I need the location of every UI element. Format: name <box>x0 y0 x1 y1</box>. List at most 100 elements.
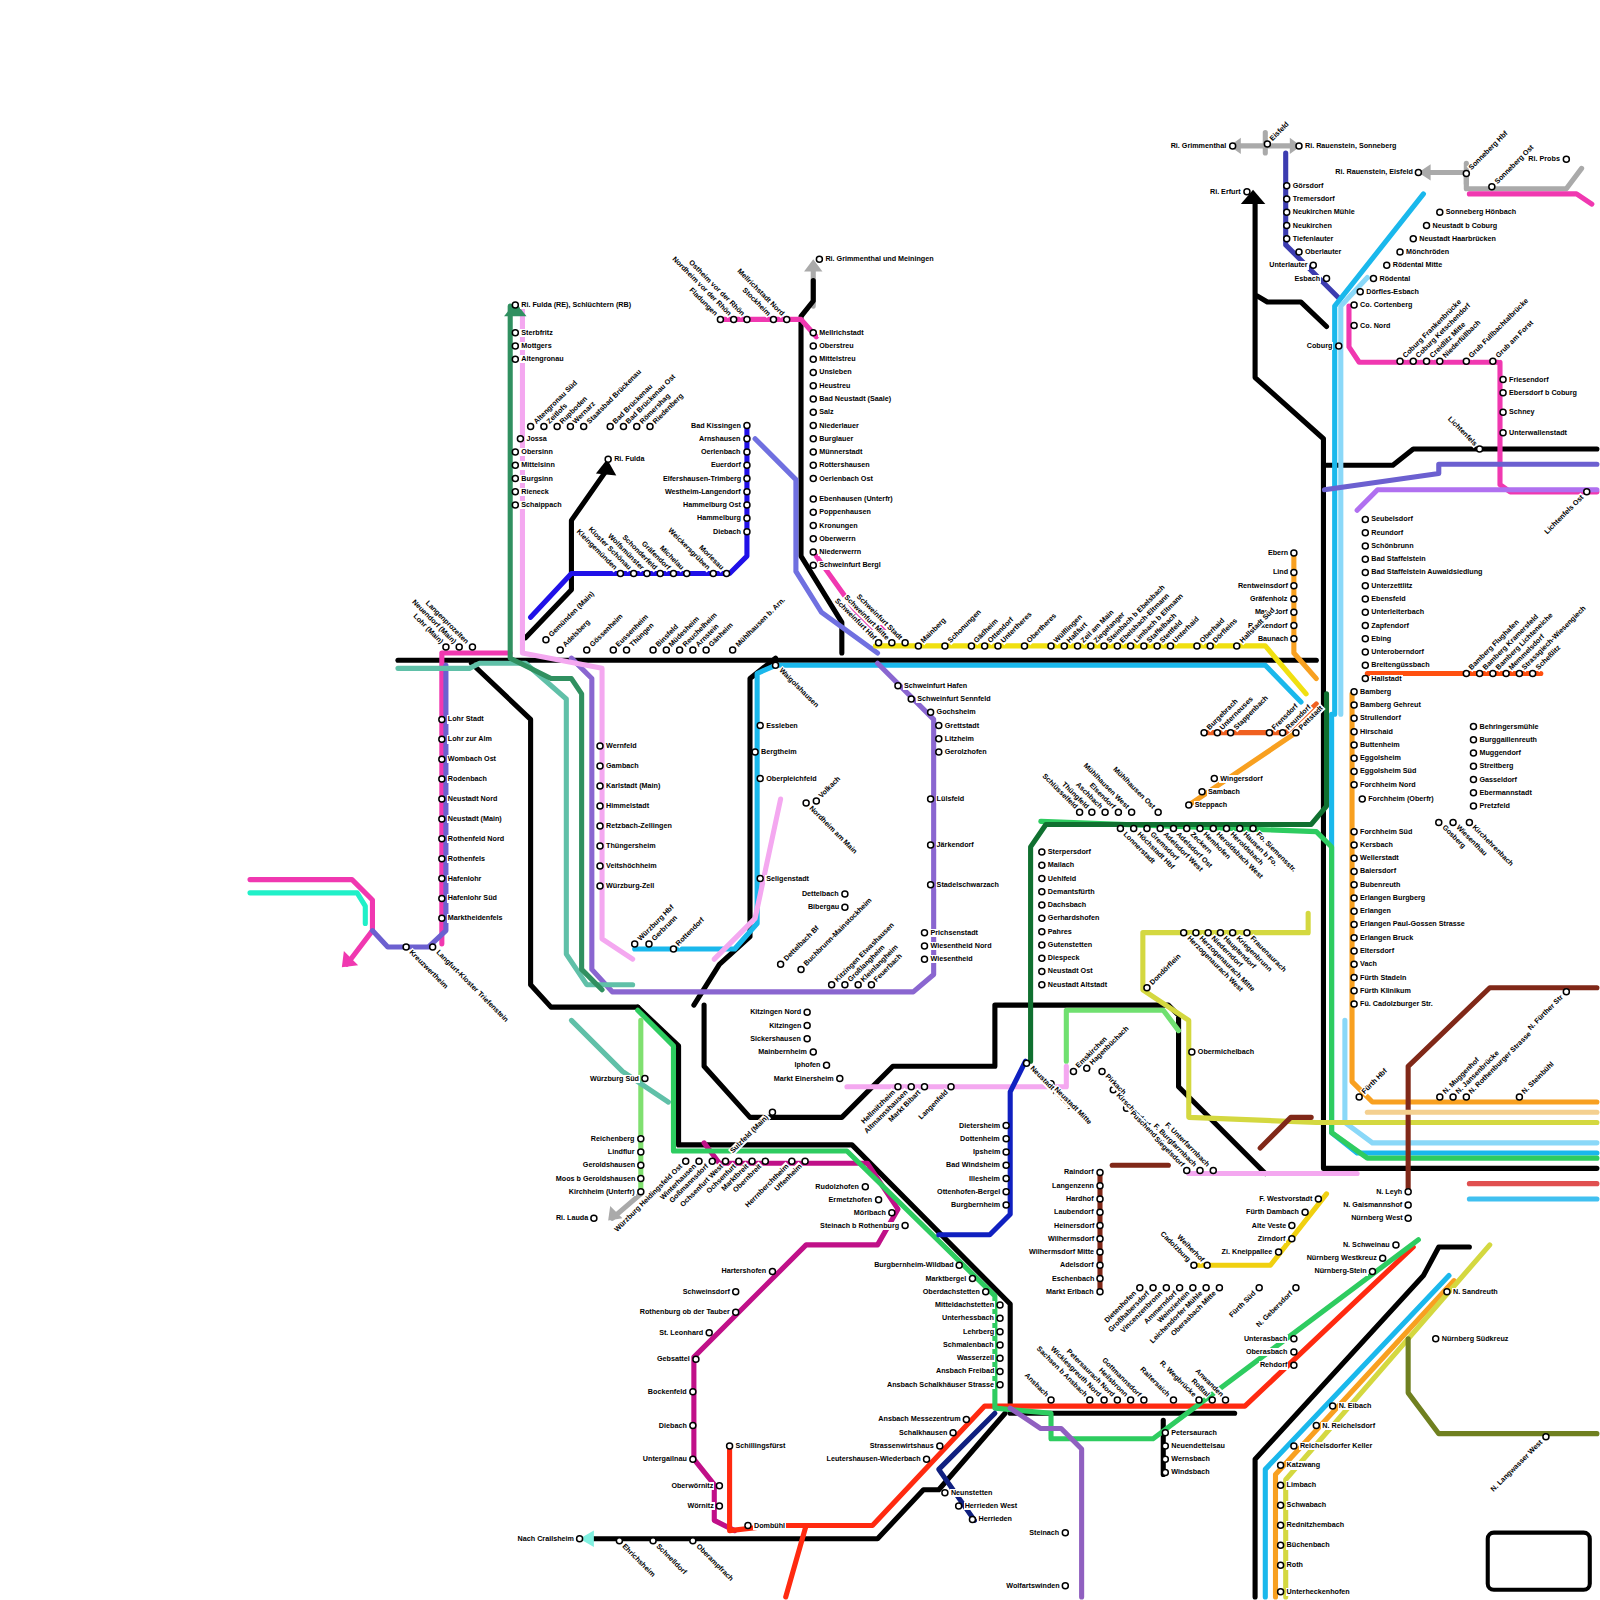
station-dot <box>1291 636 1297 642</box>
station-label: Forchheim Nord <box>1359 781 1417 789</box>
station-label: Dottenheim <box>959 1135 1001 1143</box>
station-dot <box>1039 955 1045 961</box>
station-dot <box>982 643 988 649</box>
station-label: Hallstadt <box>1370 675 1402 683</box>
station-label: Hartershofen <box>720 1267 767 1275</box>
station-label: N. Reichelsdorf <box>1321 1422 1376 1430</box>
station-label: Herrieden West <box>964 1502 1019 1510</box>
station-dot <box>1102 809 1108 815</box>
station-dot <box>1490 358 1496 364</box>
station-dot <box>1351 715 1357 721</box>
station-dot <box>1039 889 1045 895</box>
station-dot <box>1351 768 1357 774</box>
station-label: Rödental Mitte <box>1392 261 1444 269</box>
station-label: Mönchröden <box>1405 248 1450 256</box>
station-dot <box>1184 1167 1190 1173</box>
station-label: Oberwerrn <box>818 535 856 543</box>
station-label: Burgbernheim-Wildbad <box>873 1261 954 1269</box>
station-label: Schweinfurt Bergl <box>818 561 882 569</box>
station-dot <box>936 736 942 742</box>
station-label: Mainbernheim <box>757 1048 808 1056</box>
station-dot <box>1369 1268 1375 1274</box>
station-label: Co. Nord <box>1359 322 1391 330</box>
station-label: Sterbfritz <box>520 329 554 337</box>
station-dot <box>1039 929 1045 935</box>
station-dot <box>1087 1397 1093 1403</box>
station-dot <box>842 904 848 910</box>
station-label: Ipsheim <box>972 1148 1001 1156</box>
station-dot <box>810 536 816 542</box>
station-dot <box>690 1456 696 1462</box>
station-label: Altengronau <box>520 355 564 363</box>
station-dot <box>1500 390 1506 396</box>
station-label: Tremersdorf <box>1292 195 1336 203</box>
station-label: Wilhermsdorf <box>1047 1235 1095 1243</box>
station-dot <box>1276 1249 1282 1255</box>
station-dot <box>997 1342 1003 1348</box>
station-dot <box>928 709 934 715</box>
station-label: Neustadt Nord <box>447 795 499 803</box>
station-dot <box>810 509 816 515</box>
station-dot <box>670 946 676 952</box>
station-label: Lindflur <box>607 1148 636 1156</box>
station-dot <box>1039 915 1045 921</box>
station-dot <box>995 643 1001 649</box>
station-dot <box>889 1210 895 1216</box>
station-label: Wilhermsdorf Mitte <box>1028 1248 1095 1256</box>
station-dot <box>1362 583 1368 589</box>
station-label: Veitshöchheim <box>605 862 658 870</box>
station-dot <box>634 424 640 430</box>
station-dot <box>1362 649 1368 655</box>
station-dot <box>1214 730 1220 736</box>
station-label: Oberampfrach <box>693 1542 735 1584</box>
station-dot <box>908 696 914 702</box>
station-dot <box>557 647 563 653</box>
station-label: Langenzenn <box>1051 1182 1095 1190</box>
station-dot <box>1351 842 1357 848</box>
station-dot <box>810 562 816 568</box>
station-dot <box>1114 1397 1120 1403</box>
station-dot <box>1380 1255 1386 1261</box>
station-label: Dörfles-Esbach <box>1365 288 1420 296</box>
station-dot <box>1003 1123 1009 1129</box>
station-dot <box>512 343 518 349</box>
station-label: Niederwerrn <box>818 548 862 556</box>
station-label: Buttenheim <box>1359 741 1401 749</box>
station-dot <box>810 369 816 375</box>
station-dot <box>1351 908 1357 914</box>
station-dot <box>810 423 816 429</box>
station-dot <box>1351 948 1357 954</box>
station-label: Lichtenfels Ost <box>1542 493 1586 537</box>
station-dot <box>554 424 560 430</box>
station-dot <box>1470 803 1476 809</box>
station-dot <box>512 302 518 308</box>
station-label: Ansbach Schalkhäuser Strasse <box>886 1381 995 1389</box>
station-dot <box>1244 189 1250 195</box>
station-label: Oberlauter <box>1304 248 1342 256</box>
station-dot <box>1450 819 1456 825</box>
station-dot <box>803 800 809 806</box>
station-label: Schney <box>1508 408 1536 416</box>
station-dot <box>1470 777 1476 783</box>
station-label: Fü. Cadolzburger Str. <box>1359 1000 1434 1008</box>
station-label: Unteroberndorf <box>1370 648 1425 656</box>
station-dot <box>439 816 445 822</box>
station-dot <box>1351 855 1357 861</box>
station-dot <box>1503 670 1509 676</box>
station-label: Zapfendorf <box>1370 622 1410 630</box>
station-label: Gebsattel <box>656 1355 691 1363</box>
station-dot <box>439 915 445 921</box>
station-dot <box>724 570 730 576</box>
station-dot <box>1177 1285 1183 1291</box>
station-label: Rieneck <box>520 488 550 496</box>
station-label: Tiefenlauter <box>1292 235 1335 243</box>
station-dot <box>1543 1434 1549 1440</box>
station-dot <box>744 502 750 508</box>
station-dot <box>968 643 974 649</box>
station-dot <box>647 424 653 430</box>
station-label: Mittelsinn <box>520 461 556 469</box>
station-dot <box>810 356 816 362</box>
station-label: Bubenreuth <box>1359 881 1401 889</box>
station-dot <box>1278 1589 1284 1595</box>
